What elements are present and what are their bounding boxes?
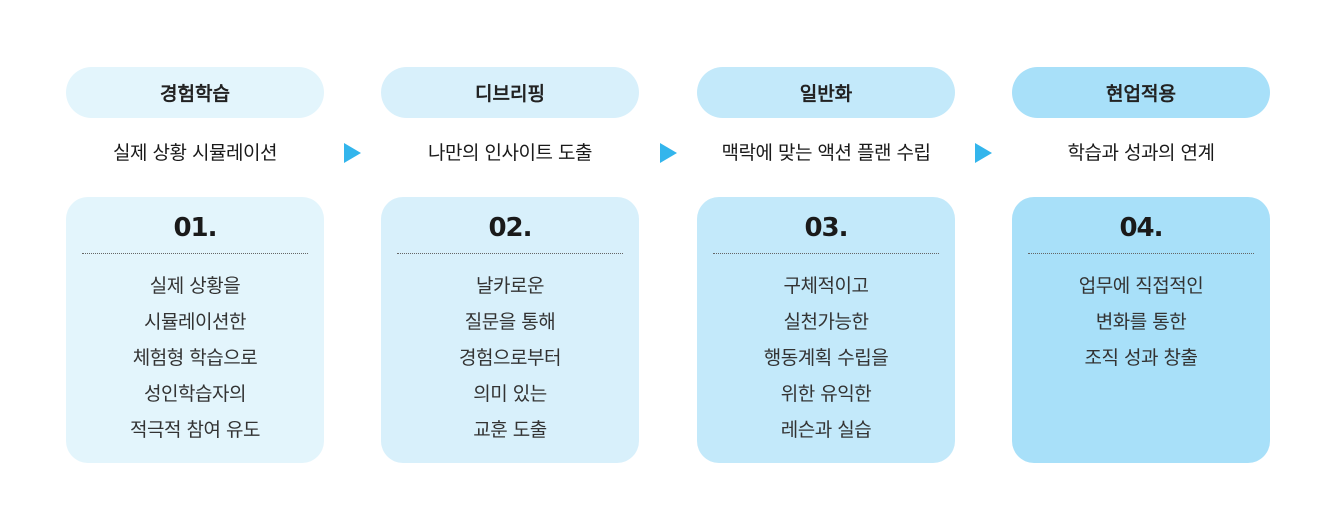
step-title-pill: 경험학습 bbox=[66, 67, 324, 118]
dotted-divider bbox=[713, 253, 939, 254]
arrow-right-icon bbox=[344, 143, 361, 163]
step-subtitle: 학습과 성과의 연계 bbox=[1067, 142, 1215, 164]
description-line: 변화를 통한 bbox=[1095, 311, 1187, 333]
step-title: 현업적용 bbox=[1106, 83, 1176, 105]
description-line: 의미 있는 bbox=[473, 383, 547, 405]
step-subtitle: 나만의 인사이트 도출 bbox=[428, 142, 592, 164]
step-number: 04. bbox=[1119, 213, 1163, 243]
description-line: 시뮬레이션한 bbox=[144, 311, 246, 333]
step-title: 일반화 bbox=[799, 83, 853, 105]
description-line: 구체적이고 bbox=[783, 275, 869, 297]
description-line: 행동계획 수립을 bbox=[763, 347, 889, 369]
step-title: 경험학습 bbox=[160, 83, 230, 105]
step-title: 디브리핑 bbox=[475, 83, 545, 105]
description-line: 업무에 직접적인 bbox=[1078, 275, 1204, 297]
step-number: 01. bbox=[173, 213, 217, 243]
description-line: 교훈 도출 bbox=[473, 419, 547, 441]
description-line: 질문을 통해 bbox=[464, 311, 556, 333]
arrow-right-icon bbox=[660, 143, 677, 163]
description-line: 실천가능한 bbox=[783, 311, 869, 333]
description-line: 날카로운 bbox=[476, 275, 544, 297]
dotted-divider bbox=[1028, 253, 1254, 254]
description-line: 체험형 학습으로 bbox=[132, 347, 258, 369]
description-line: 성인학습자의 bbox=[144, 383, 246, 405]
step-subtitle: 맥락에 맞는 액션 플랜 수립 bbox=[721, 142, 931, 164]
description-line: 조직 성과 창출 bbox=[1084, 347, 1198, 369]
step-title-pill: 현업적용 bbox=[1012, 67, 1270, 118]
description-line: 적극적 참여 유도 bbox=[130, 419, 260, 441]
dotted-divider bbox=[82, 253, 308, 254]
step-number: 02. bbox=[488, 213, 532, 243]
step-title-pill: 디브리핑 bbox=[381, 67, 639, 118]
description-line: 실제 상황을 bbox=[149, 275, 241, 297]
step-title-pill: 일반화 bbox=[697, 67, 955, 118]
arrow-right-icon bbox=[975, 143, 992, 163]
dotted-divider bbox=[397, 253, 623, 254]
description-line: 경험으로부터 bbox=[459, 347, 561, 369]
step-number: 03. bbox=[804, 213, 848, 243]
step-subtitle: 실제 상황 시뮬레이션 bbox=[113, 142, 277, 164]
description-line: 위한 유익한 bbox=[780, 383, 872, 405]
description-line: 레슨과 실습 bbox=[780, 419, 872, 441]
